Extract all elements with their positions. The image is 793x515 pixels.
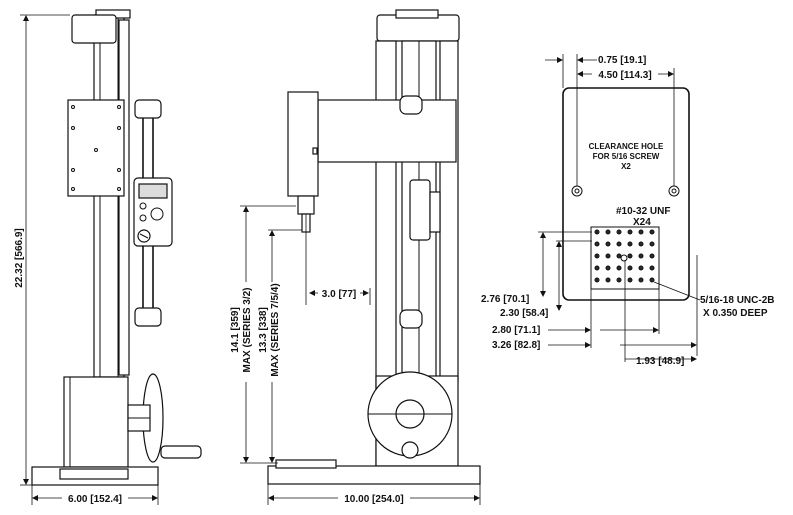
tapped-hole bbox=[638, 277, 644, 283]
tapped-hole bbox=[616, 241, 622, 247]
max-series-754-label: MAX (SERIES 7/5/4) bbox=[270, 283, 281, 376]
mid-gauge-side bbox=[409, 179, 431, 241]
tapped-hole bbox=[649, 253, 655, 259]
tapped-hole bbox=[638, 229, 644, 235]
tapped-hole bbox=[649, 229, 655, 235]
thread-note-2: X24 bbox=[633, 217, 651, 228]
dim-276: 2.76 [70.1] bbox=[481, 294, 529, 305]
tapped-hole bbox=[616, 277, 622, 283]
base-plate-outline bbox=[562, 87, 690, 301]
tapped-hole bbox=[638, 241, 644, 247]
tapped-hole bbox=[594, 229, 600, 235]
mid-arm bbox=[317, 99, 457, 163]
handwheel-handle bbox=[160, 445, 202, 459]
tapped-hole bbox=[627, 253, 633, 259]
dim-280: 2.80 [71.1] bbox=[492, 325, 540, 336]
clearance-note-2: FOR 5/16 SCREW bbox=[593, 152, 660, 161]
left-view: 22.32 [566.9] 6.00 [152.4] bbox=[14, 9, 202, 505]
tapped-hole bbox=[616, 229, 622, 235]
middle-view: 3.0 [77] 14.1 [359] MAX (SERIES 3/2) 13.… bbox=[228, 9, 481, 505]
tapped-hole bbox=[594, 253, 600, 259]
mid-width-dim: 10.00 [254.0] bbox=[344, 494, 404, 505]
tapped-hole bbox=[649, 265, 655, 271]
dim-top-450: 4.50 [114.3] bbox=[598, 70, 651, 81]
tapped-hole bbox=[638, 253, 644, 259]
load-cell bbox=[287, 91, 319, 197]
clearance-note-3: X2 bbox=[621, 162, 631, 171]
tap-note-2: X 0.350 DEEP bbox=[703, 308, 768, 319]
dim-230: 2.30 [58.4] bbox=[500, 308, 548, 319]
right-view: 0.75 [19.1] 4.50 [114.3] CLEARANCE HOLE … bbox=[481, 54, 774, 367]
thread-note-1: #10-32 UNF bbox=[616, 206, 670, 217]
tapped-hole bbox=[649, 277, 655, 283]
clearance-note-1: CLEARANCE HOLE bbox=[589, 142, 664, 151]
max-series-754-value: 13.3 [338] bbox=[258, 307, 269, 353]
left-top-cap bbox=[71, 14, 117, 44]
tapped-hole bbox=[627, 265, 633, 271]
tapped-hole bbox=[594, 277, 600, 283]
tap-note-1: 5/16-18 UNC-2B bbox=[700, 295, 774, 306]
tapped-hole bbox=[605, 253, 611, 259]
tapped-hole bbox=[627, 229, 633, 235]
tapped-hole bbox=[605, 277, 611, 283]
clearance-hole-right bbox=[668, 185, 680, 197]
left-width-dim: 6.00 [152.4] bbox=[68, 494, 122, 505]
mid-top-cap bbox=[376, 14, 460, 42]
gauge-display bbox=[138, 183, 168, 199]
tapped-hole-grid bbox=[594, 229, 655, 283]
tapped-hole bbox=[627, 241, 633, 247]
tapped-hole bbox=[638, 265, 644, 271]
tapped-hole bbox=[594, 265, 600, 271]
clearance-hole-left bbox=[571, 185, 583, 197]
mid-offset-dim: 3.0 [77] bbox=[322, 289, 356, 300]
tapped-hole bbox=[605, 241, 611, 247]
left-height-dim: 22.32 [566.9] bbox=[14, 228, 25, 288]
tapped-hole bbox=[616, 265, 622, 271]
max-series-32-label: MAX (SERIES 3/2) bbox=[242, 287, 253, 372]
tapped-hole bbox=[627, 277, 633, 283]
mid-base-plate bbox=[267, 465, 481, 485]
left-base-housing bbox=[63, 376, 129, 468]
tapped-hole bbox=[605, 265, 611, 271]
tapped-hole bbox=[649, 241, 655, 247]
tapped-hole bbox=[594, 241, 600, 247]
tapped-hole bbox=[605, 229, 611, 235]
dim-326: 3.26 [82.8] bbox=[492, 340, 540, 351]
max-series-32-value: 14.1 [359] bbox=[230, 307, 241, 353]
dim-193: 1.93 [48.9] bbox=[636, 356, 684, 367]
dim-top-075: 0.75 [19.1] bbox=[598, 55, 646, 66]
tapped-hole bbox=[616, 253, 622, 259]
